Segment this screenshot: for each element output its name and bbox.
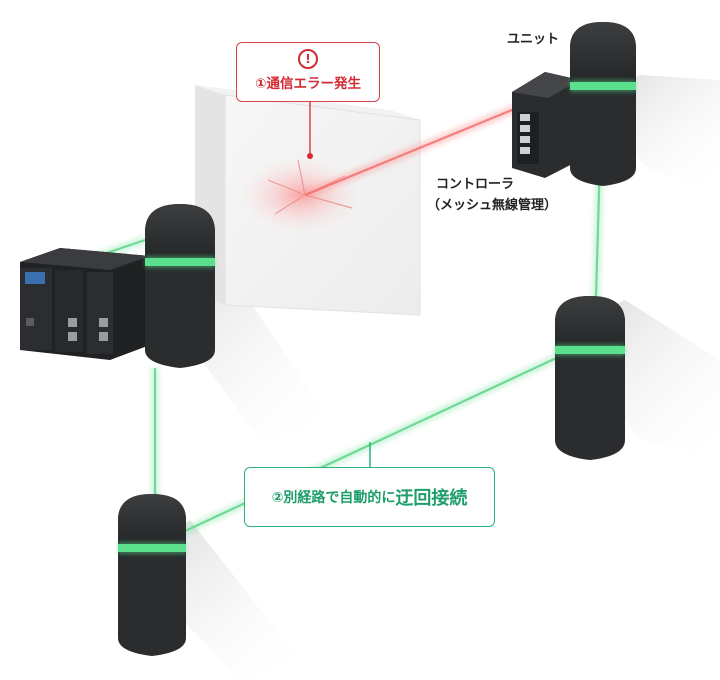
- unit-label: ユニット: [507, 32, 560, 47]
- plc-controller: [20, 248, 150, 360]
- controller-sublabel: （メッシュ無線管理）: [427, 198, 558, 213]
- error-callout: ! ①通信エラー発生: [236, 42, 380, 102]
- impact-dot: [307, 153, 313, 159]
- error-callout-text: ①通信エラー発生: [255, 76, 361, 92]
- network-switch: [512, 72, 580, 178]
- reroute-callout-emphasis: 迂回接続: [395, 488, 468, 509]
- wall-obstacle: [195, 85, 421, 316]
- unit-top-right: [570, 22, 636, 186]
- reroute-callout-text: ②別経路で自動的に: [271, 490, 396, 506]
- unit-left: [145, 204, 215, 368]
- unit-bottom: [118, 494, 186, 656]
- unit-right: [555, 296, 625, 460]
- controller-label: コントローラ: [436, 177, 515, 192]
- link-right-ap-to-bottom-ap: [154, 339, 596, 546]
- warning-icon: !: [298, 49, 318, 69]
- reroute-callout: ②別経路で自動的に迂回接続: [244, 467, 495, 527]
